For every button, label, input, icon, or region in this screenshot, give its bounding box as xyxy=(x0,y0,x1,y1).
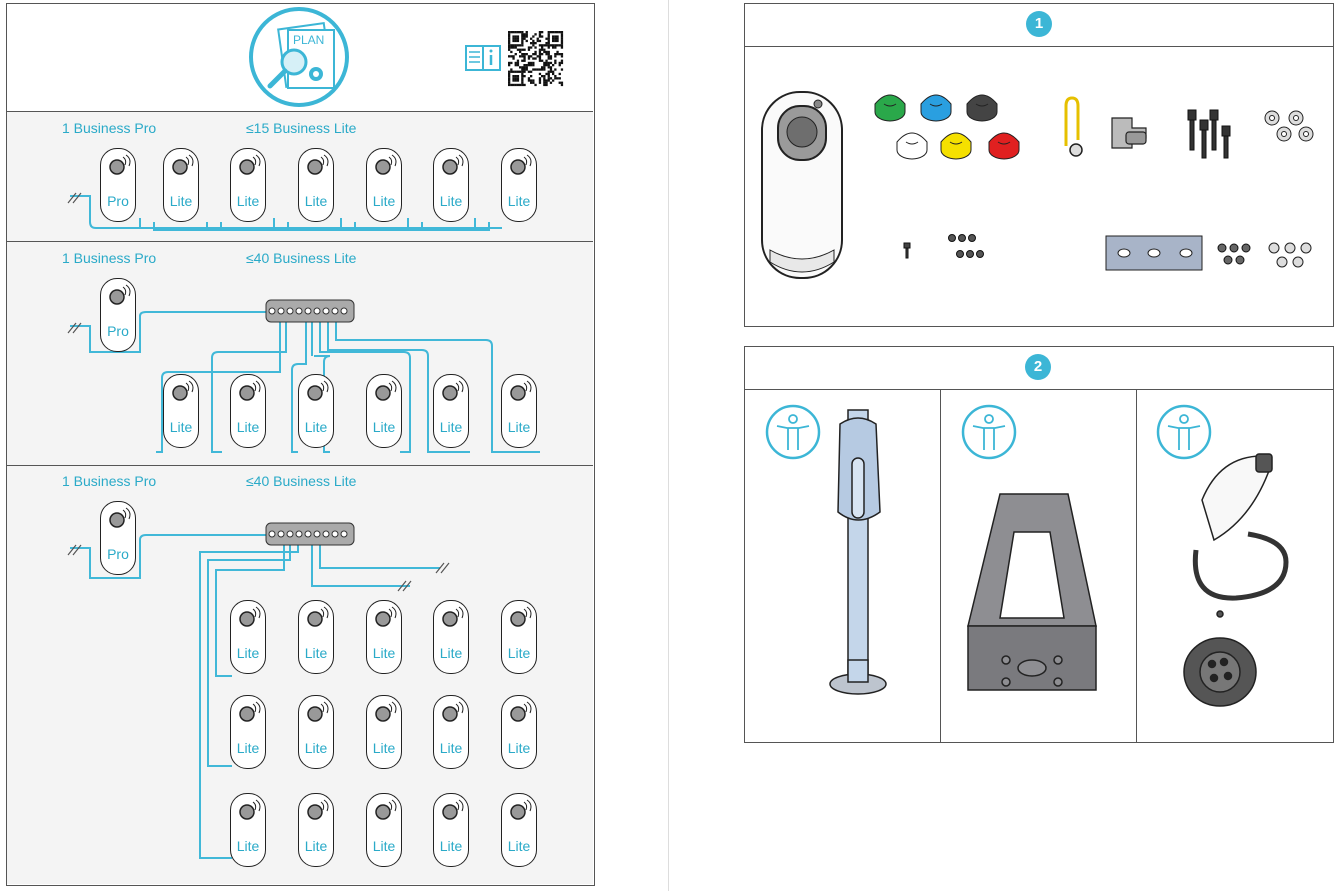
step-2-badge: 2 xyxy=(1025,354,1051,380)
lite-charger-unit: Lite xyxy=(433,793,469,867)
lite-charger-unit: Lite xyxy=(230,695,266,769)
lite-charger-unit: Lite xyxy=(230,148,266,222)
pro-unit-label: Pro xyxy=(107,193,129,209)
lite-charger-unit: Lite xyxy=(163,148,199,222)
lite-unit-label: Lite xyxy=(169,419,193,435)
lite-unit-label: Lite xyxy=(439,740,463,756)
lite-charger-unit: Lite xyxy=(230,374,266,448)
page-divider xyxy=(668,0,669,891)
lite-unit-label: Lite xyxy=(507,740,531,756)
lite-charger-unit: Lite xyxy=(366,148,402,222)
lite-charger-unit: Lite xyxy=(433,374,469,448)
lite-unit-label: Lite xyxy=(169,193,193,209)
lite-unit-label: Lite xyxy=(439,645,463,661)
pro-unit-label: Pro xyxy=(107,323,129,339)
pro-count-label-1: 1 Business Pro xyxy=(62,120,157,136)
lite-charger-unit: Lite xyxy=(230,600,266,674)
lite-charger-unit: Lite xyxy=(366,695,402,769)
lite-charger-unit: Lite xyxy=(298,793,334,867)
step-2-col-divider-1 xyxy=(940,390,941,742)
lite-charger-unit: Lite xyxy=(298,374,334,448)
lite-charger-unit: Lite xyxy=(501,374,537,448)
lite-count-label-1: ≤15 Business Lite xyxy=(246,120,357,136)
lite-unit-label: Lite xyxy=(304,740,328,756)
lite-charger-unit: Lite xyxy=(433,148,469,222)
lite-charger-unit: Lite xyxy=(501,695,537,769)
pro-charger-unit: Pro xyxy=(100,148,136,222)
step-1-header-divider xyxy=(745,46,1333,47)
lite-unit-label: Lite xyxy=(236,193,260,209)
lite-charger-unit: Lite xyxy=(163,374,199,448)
lite-unit-label: Lite xyxy=(372,193,396,209)
lite-unit-label: Lite xyxy=(304,419,328,435)
lite-charger-unit: Lite xyxy=(366,793,402,867)
lite-unit-label: Lite xyxy=(507,193,531,209)
lite-unit-label: Lite xyxy=(439,419,463,435)
lite-unit-label: Lite xyxy=(236,740,260,756)
lite-unit-label: Lite xyxy=(372,645,396,661)
lite-charger-unit: Lite xyxy=(366,374,402,448)
lite-unit-label: Lite xyxy=(439,838,463,854)
lite-unit-label: Lite xyxy=(304,838,328,854)
lite-charger-unit: Lite xyxy=(366,600,402,674)
lite-unit-label: Lite xyxy=(372,419,396,435)
lite-unit-label: Lite xyxy=(439,193,463,209)
lite-charger-unit: Lite xyxy=(433,600,469,674)
pro-count-label-2: 1 Business Pro xyxy=(62,250,157,266)
lite-unit-label: Lite xyxy=(372,740,396,756)
lite-unit-label: Lite xyxy=(304,645,328,661)
lite-charger-unit: Lite xyxy=(298,148,334,222)
lite-unit-label: Lite xyxy=(507,419,531,435)
step-1-badge: 1 xyxy=(1026,11,1052,37)
lite-unit-label: Lite xyxy=(372,838,396,854)
header-area xyxy=(7,4,593,112)
lite-charger-unit: Lite xyxy=(298,600,334,674)
lite-count-label-2: ≤40 Business Lite xyxy=(246,250,357,266)
lite-unit-label: Lite xyxy=(507,645,531,661)
step-2-panel xyxy=(744,346,1334,743)
pro-unit-label: Pro xyxy=(107,546,129,562)
lite-charger-unit: Lite xyxy=(501,793,537,867)
lite-unit-label: Lite xyxy=(304,193,328,209)
lite-unit-label: Lite xyxy=(236,419,260,435)
pro-charger-unit: Pro xyxy=(100,501,136,575)
step-1-panel xyxy=(744,3,1334,327)
step-2-header-divider xyxy=(745,389,1333,390)
pro-charger-unit: Pro xyxy=(100,278,136,352)
lite-unit-label: Lite xyxy=(507,838,531,854)
lite-charger-unit: Lite xyxy=(433,695,469,769)
lite-charger-unit: Lite xyxy=(501,600,537,674)
plan-label: PLAN xyxy=(293,33,325,47)
lite-charger-unit: Lite xyxy=(501,148,537,222)
step-2-col-divider-2 xyxy=(1136,390,1137,742)
lite-unit-label: Lite xyxy=(236,838,260,854)
lite-charger-unit: Lite xyxy=(298,695,334,769)
lite-charger-unit: Lite xyxy=(230,793,266,867)
lite-count-label-3: ≤40 Business Lite xyxy=(246,473,357,489)
pro-count-label-3: 1 Business Pro xyxy=(62,473,157,489)
lite-unit-label: Lite xyxy=(236,645,260,661)
